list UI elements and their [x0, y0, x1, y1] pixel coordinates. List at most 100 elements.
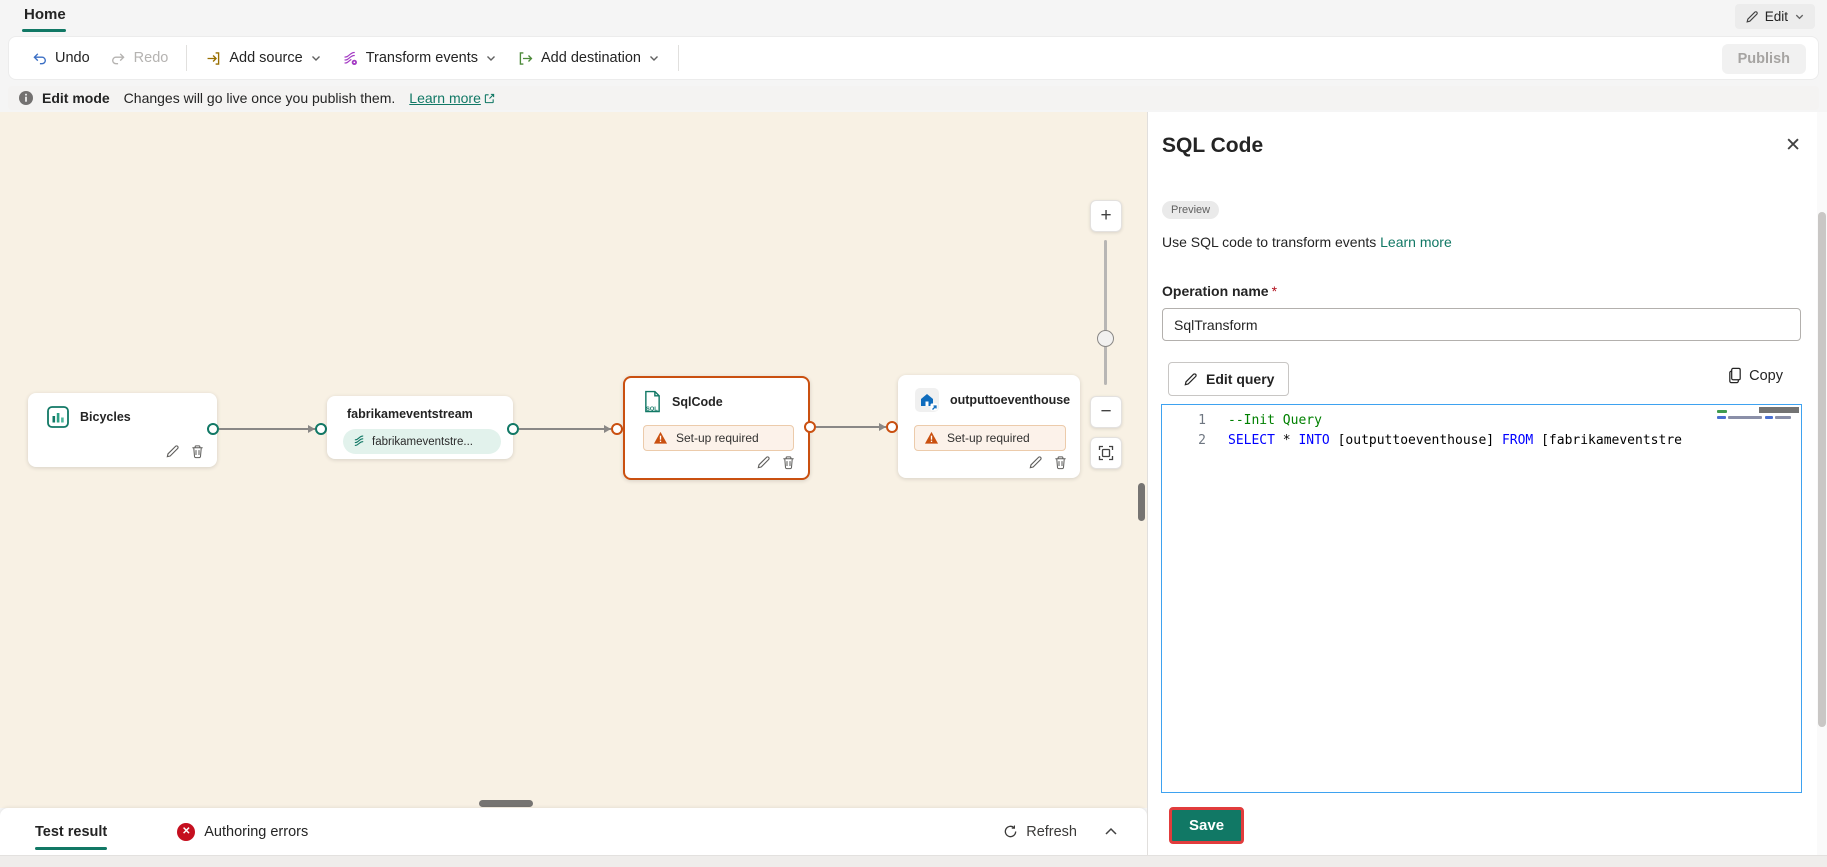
add-source-icon — [205, 50, 222, 67]
delete-node-icon[interactable] — [781, 455, 796, 470]
add-source-button[interactable]: Add source — [195, 44, 331, 73]
tab-home[interactable]: Home — [24, 6, 66, 23]
port-sqlcode-out[interactable] — [804, 421, 816, 433]
stream-icon — [353, 435, 366, 448]
edit-query-label: Edit query — [1206, 371, 1274, 387]
node-bicycles[interactable]: Bicycles — [28, 393, 217, 467]
fit-to-screen-button[interactable] — [1090, 437, 1122, 469]
active-tab-underline — [22, 29, 66, 32]
sql-code-panel: SQL Code ✕ Preview Use SQL code to trans… — [1147, 112, 1827, 855]
port-stream-in[interactable] — [315, 423, 327, 435]
add-destination-button[interactable]: Add destination — [507, 44, 670, 73]
port-output-in[interactable] — [886, 421, 898, 433]
operation-name-input[interactable] — [1162, 308, 1801, 341]
code-lines: 1--Init Query2SELECT * INTO [outputtoeve… — [1162, 410, 1709, 450]
panel-description: Use SQL code to transform events Learn m… — [1162, 234, 1452, 250]
add-source-label: Add source — [229, 50, 302, 66]
warning-icon — [653, 431, 668, 445]
banner-learn-more-link[interactable]: Learn more — [409, 90, 495, 106]
panel-scrollbar-thumb[interactable] — [1818, 212, 1826, 727]
refresh-label: Refresh — [1026, 824, 1077, 840]
node-outputtoeventhouse[interactable]: outputtoeventhouse Set-up required — [898, 375, 1080, 478]
zoom-in-button[interactable]: + — [1090, 200, 1122, 232]
required-asterisk: * — [1272, 283, 1277, 299]
collapse-panel-chevron-up-icon[interactable] — [1103, 824, 1119, 840]
authoring-errors-label: Authoring errors — [204, 824, 308, 840]
edge-arrowhead — [604, 425, 611, 433]
window-footer-strip — [0, 855, 1827, 867]
copy-button[interactable]: Copy — [1727, 367, 1783, 384]
transform-events-icon — [342, 50, 359, 67]
edge-arrowhead — [879, 423, 886, 431]
fit-to-screen-icon — [1098, 445, 1114, 461]
editor-minimap — [1715, 407, 1795, 787]
tab-test-result[interactable]: Test result — [35, 824, 107, 840]
redo-label: Redo — [134, 50, 169, 66]
toolbar-divider — [678, 45, 679, 71]
undo-label: Undo — [55, 50, 90, 66]
editor-scrollbar[interactable] — [1759, 407, 1799, 413]
sample-data-icon — [46, 405, 70, 429]
close-icon[interactable]: ✕ — [1785, 136, 1801, 155]
save-button[interactable]: Save — [1169, 807, 1244, 844]
canvas-horizontal-scrollbar[interactable] — [479, 800, 533, 807]
add-destination-icon — [517, 50, 534, 67]
bottom-panel-bar: Test result ✕ Authoring errors Refresh — [0, 808, 1147, 855]
chevron-down-icon — [485, 52, 497, 64]
setup-required-warning: Set-up required — [643, 425, 794, 451]
zoom-out-button[interactable]: − — [1090, 396, 1122, 428]
chevron-down-icon — [310, 52, 322, 64]
external-link-icon — [484, 93, 495, 104]
sql-file-icon: SQL — [643, 390, 662, 413]
test-result-label: Test result — [35, 824, 107, 840]
redo-icon — [110, 50, 127, 67]
transform-events-button[interactable]: Transform events — [332, 44, 507, 73]
undo-button[interactable]: Undo — [21, 44, 100, 73]
zoom-slider-handle[interactable] — [1097, 330, 1114, 347]
banner-title: Edit mode — [42, 90, 110, 106]
node-title: Bicycles — [80, 410, 131, 424]
node-title: SqlCode — [672, 395, 723, 409]
refresh-button[interactable]: Refresh — [1003, 824, 1077, 840]
canvas-vertical-scrollbar[interactable] — [1138, 483, 1145, 521]
node-fabrikameventstream[interactable]: fabrikameventstream fabrikameventstre... — [327, 396, 513, 459]
chevron-down-icon — [1794, 11, 1805, 22]
panel-title: SQL Code — [1162, 134, 1263, 158]
port-stream-out[interactable] — [507, 423, 519, 435]
edge-bicycles-to-stream — [219, 428, 315, 430]
refresh-icon — [1003, 824, 1018, 839]
pencil-icon — [1745, 10, 1759, 24]
node-sqlcode[interactable]: SQL SqlCode Set-up required — [623, 376, 810, 480]
eventstream-canvas[interactable]: Bicycles fabrikameventstream — [0, 112, 1147, 808]
learn-more-label: Learn more — [409, 90, 481, 106]
tab-authoring-errors[interactable]: ✕ Authoring errors — [177, 823, 308, 841]
delete-node-icon[interactable] — [190, 444, 205, 459]
node-title: fabrikameventstream — [347, 407, 473, 421]
edit-node-icon[interactable] — [1028, 455, 1043, 470]
edge-arrowhead — [308, 425, 315, 433]
port-bicycles-out[interactable] — [207, 423, 219, 435]
panel-learn-more-link[interactable]: Learn more — [1380, 234, 1452, 250]
svg-text:SQL: SQL — [646, 407, 658, 413]
edit-node-icon[interactable] — [756, 455, 771, 470]
setup-required-label: Set-up required — [676, 431, 759, 445]
edit-query-button[interactable]: Edit query — [1168, 362, 1289, 396]
zoom-slider-track[interactable] — [1104, 240, 1107, 385]
edit-mode-button[interactable]: Edit — [1735, 4, 1815, 29]
redo-button[interactable]: Redo — [100, 44, 179, 73]
stream-pill[interactable]: fabrikameventstre... — [343, 429, 501, 454]
publish-button[interactable]: Publish — [1722, 44, 1806, 74]
copy-label: Copy — [1749, 368, 1783, 384]
add-destination-label: Add destination — [541, 50, 641, 66]
error-badge-icon: ✕ — [177, 823, 195, 841]
operation-name-label: Operation name* — [1162, 283, 1277, 299]
transform-events-label: Transform events — [366, 50, 478, 66]
edit-node-icon[interactable] — [165, 444, 180, 459]
setup-required-label: Set-up required — [947, 431, 1030, 445]
edit-mode-label: Edit — [1765, 9, 1788, 24]
stream-pill-label: fabrikameventstre... — [372, 436, 473, 448]
delete-node-icon[interactable] — [1053, 455, 1068, 470]
port-sqlcode-in[interactable] — [611, 423, 623, 435]
edge-stream-to-sqlcode — [519, 428, 611, 430]
sql-code-editor[interactable]: 1--Init Query2SELECT * INTO [outputtoeve… — [1161, 404, 1802, 793]
